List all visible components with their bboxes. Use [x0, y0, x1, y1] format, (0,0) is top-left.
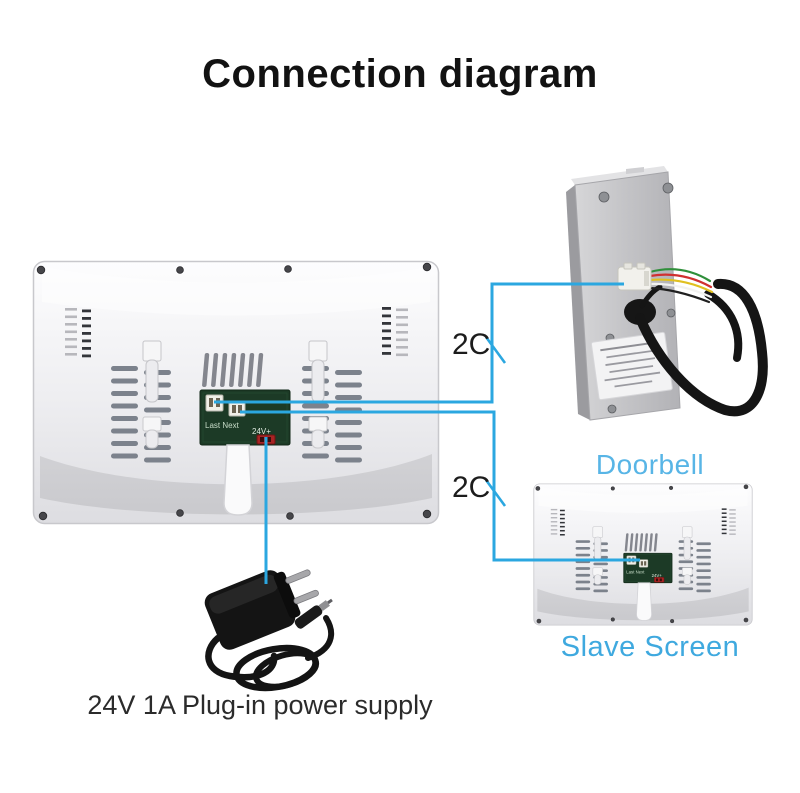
power-supply-caption: 24V 1A Plug-in power supply [87, 690, 433, 720]
doorbell-body [566, 166, 681, 421]
doorbell-wiring-label [590, 331, 673, 401]
slave-screen-illustration [533, 483, 753, 626]
doorbell-cable [624, 278, 768, 417]
cable-grommet [624, 299, 656, 325]
power-adapter-illustration [204, 569, 335, 692]
power-adapter-body [204, 570, 301, 650]
wire-count-label-slave: 2C [452, 471, 491, 504]
slave-screen-label: Slave Screen [560, 631, 740, 663]
power-adapter-prongs [285, 569, 319, 605]
power-adapter-barrel-plug [294, 598, 333, 629]
doorbell-label: Doorbell [595, 449, 705, 480]
doorbell-connector [617, 262, 652, 291]
page-title: Connection diagram [202, 52, 598, 96]
power-adapter-cable [205, 615, 335, 692]
wire-count-label-doorbell: 2C [452, 328, 491, 361]
doorbell-illustration [566, 166, 768, 421]
main-monitor-illustration [32, 260, 440, 525]
doorbell-wire-bundle [648, 268, 714, 304]
